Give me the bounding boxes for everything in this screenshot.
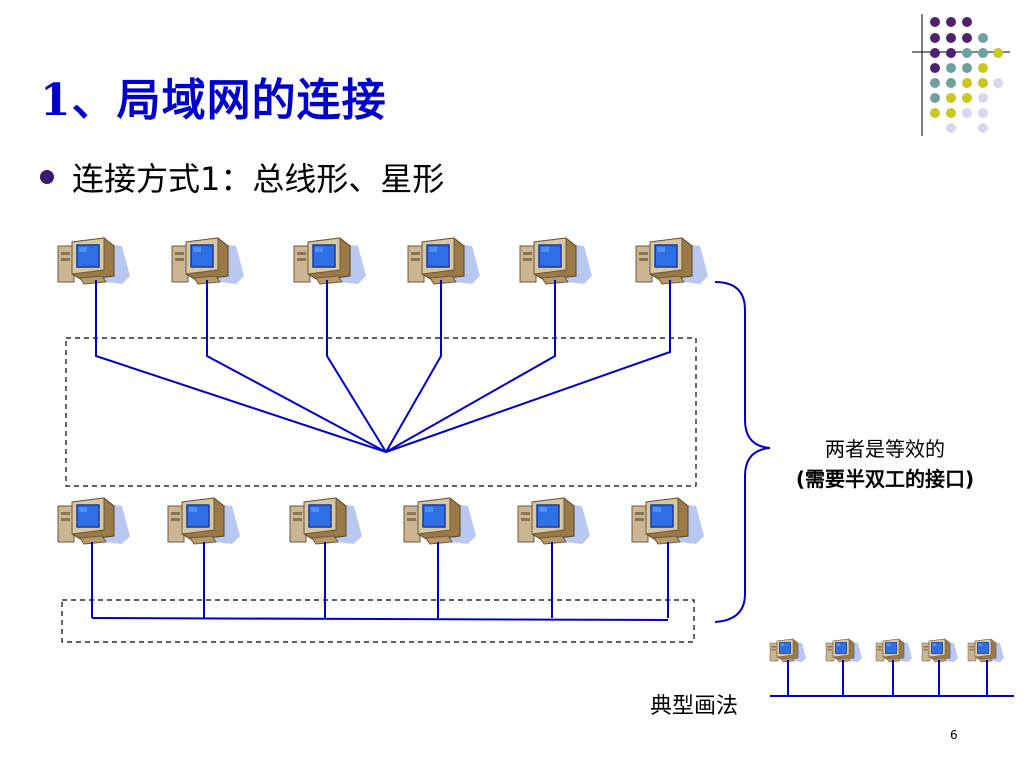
computer-icon [825, 638, 863, 663]
typical-bus-diagram [769, 638, 1014, 697]
computer-icon [875, 638, 913, 663]
star-hub-box [65, 337, 697, 487]
computer-icon [921, 638, 959, 663]
computer-icon [635, 237, 709, 285]
equivalence-note: 两者是等效的 (需要半双工的接口) [768, 434, 1002, 494]
star-topology-lines [95, 280, 671, 453]
bus-topology-lines [91, 542, 669, 621]
bullet-item: 连接方式1：总线形、星形 [40, 154, 444, 200]
decorative-dots [912, 14, 1010, 136]
page-number: 6 [950, 728, 958, 742]
computer-icon [967, 638, 1005, 663]
computer-icon [171, 237, 245, 285]
equivalence-line-2: (需要半双工的接口) [795, 467, 975, 491]
bullet-dot-icon [40, 170, 54, 184]
computer-icon [769, 638, 807, 663]
computer-icon [167, 497, 241, 545]
equivalence-line-1: 两者是等效的 [825, 437, 945, 461]
slide-title: 1、局域网的连接 [40, 75, 387, 126]
computer-icon [293, 237, 367, 285]
computer-icon [631, 497, 705, 545]
computer-icon [289, 497, 363, 545]
computer-icon [517, 497, 591, 545]
bus-box [61, 599, 695, 643]
computer-icon [57, 237, 131, 285]
computer-icon [403, 497, 477, 545]
brace-icon [714, 281, 771, 623]
bullet-text: 连接方式1：总线形、星形 [72, 160, 445, 198]
typical-label: 典型画法 [650, 694, 739, 719]
computer-icon [57, 497, 131, 545]
computer-icon [407, 237, 481, 285]
computer-icon [519, 237, 593, 285]
